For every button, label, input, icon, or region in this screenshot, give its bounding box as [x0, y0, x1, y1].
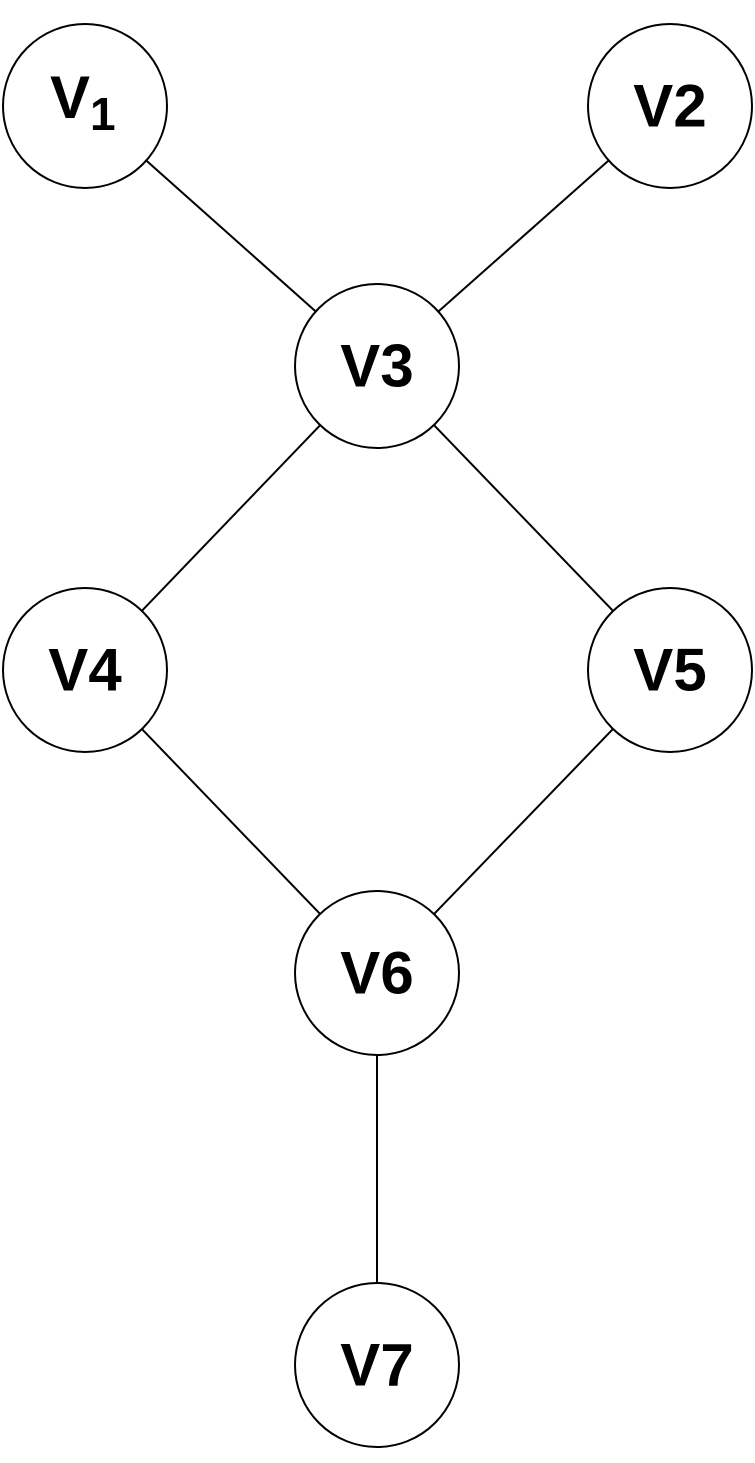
node-v3-circle — [294, 283, 460, 449]
node-v6-circle — [294, 890, 460, 1056]
node-v3-label: V3 — [340, 333, 413, 400]
node-v7-circle — [294, 1282, 460, 1448]
node-v1-letter: V — [50, 64, 90, 131]
node-v7-label: V7 — [340, 1332, 413, 1399]
node-v3: V3 — [294, 283, 460, 449]
node-v5-circle — [587, 587, 753, 753]
node-v2: V2 — [587, 23, 753, 189]
node-v2-label: V2 — [633, 73, 706, 140]
node-v1-subscript: 1 — [90, 88, 116, 140]
node-v7: V7 — [294, 1282, 460, 1448]
node-v4: V4 — [2, 587, 168, 753]
node-v2-circle — [587, 23, 753, 189]
node-v4-circle — [2, 587, 168, 753]
node-v5: V5 — [587, 587, 753, 753]
node-v4-label: V4 — [48, 637, 122, 704]
node-v5-label: V5 — [633, 637, 706, 704]
node-v1-circle — [2, 23, 168, 189]
node-v6-label: V6 — [340, 940, 413, 1007]
node-v1: V1 — [2, 23, 168, 189]
node-v6: V6 — [294, 890, 460, 1056]
node-v1-label: V1 — [50, 64, 116, 140]
